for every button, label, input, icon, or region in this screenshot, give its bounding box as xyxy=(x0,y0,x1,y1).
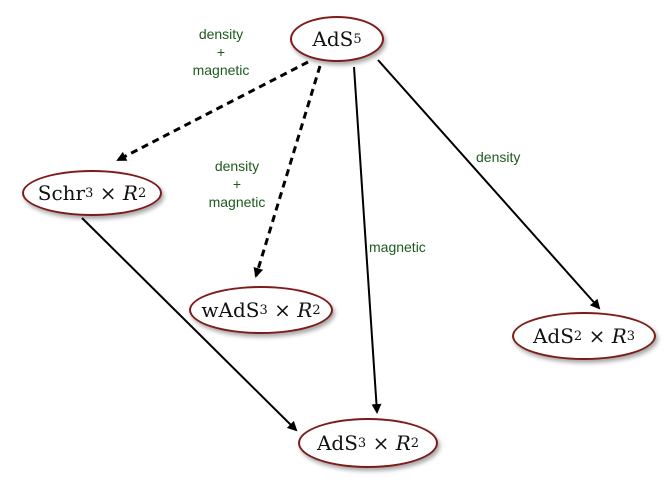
node-schr3-times: × xyxy=(99,181,117,205)
edge-label-ads5-schr3-line3: magnetic xyxy=(192,62,250,78)
edge-label-ads5-schr3-line2: + xyxy=(216,44,226,60)
node-ads2-sub: 2 xyxy=(573,328,583,344)
node-ads2-base: AdS xyxy=(532,324,574,348)
edge-label-ads5-wads3-line3: magnetic xyxy=(208,194,266,210)
node-schr3-sup: 2 xyxy=(137,185,147,201)
node-ads2-var: R xyxy=(611,324,627,348)
edge-label-ads5-ads3: magnetic xyxy=(369,238,426,256)
node-wads3-base: wAdS xyxy=(201,298,260,322)
edge-label-ads5-wads3: density + magnetic xyxy=(198,157,276,211)
node-ads3-sup: 2 xyxy=(410,435,420,451)
node-ads5-base: AdS xyxy=(312,27,354,51)
node-wads3-sup: 2 xyxy=(312,302,321,318)
edge-ads5-to-ads3 xyxy=(353,66,382,414)
node-ads3-base: AdS xyxy=(316,431,358,455)
edge-label-ads5-ads2-text: density xyxy=(476,149,521,165)
node-ads3-times: × xyxy=(372,431,390,455)
edge-label-ads5-ads2: density xyxy=(476,148,520,166)
node-wads3-var: R xyxy=(297,298,313,322)
node-ads2-sup: 3 xyxy=(626,328,636,344)
node-wads3-times: × xyxy=(274,298,291,322)
edge-label-ads5-wads3-line2: + xyxy=(232,176,242,192)
edge-ads5-to-ads2 xyxy=(377,59,601,310)
edge-ads5-to-wads3 xyxy=(253,65,322,278)
edge-schr3-to-ads3 xyxy=(81,217,298,432)
node-ads5-sub: 5 xyxy=(353,31,362,47)
node-wads3-sub: 3 xyxy=(259,302,268,318)
node-schr3-sub: 3 xyxy=(85,185,94,201)
edge-label-ads5-schr3-line1: density xyxy=(198,26,244,42)
node-ads3-sub: 3 xyxy=(357,435,367,451)
node-schr3-var: R xyxy=(122,181,138,205)
node-schr3-base: Schr xyxy=(37,181,86,205)
edge-label-ads5-schr3: density + magnetic xyxy=(182,25,260,79)
edge-label-ads5-ads3-text: magnetic xyxy=(369,239,426,255)
node-ads2-times: × xyxy=(588,324,606,348)
node-ads3-var: R xyxy=(395,431,411,455)
edge-label-ads5-wads3-line1: density xyxy=(214,158,260,174)
